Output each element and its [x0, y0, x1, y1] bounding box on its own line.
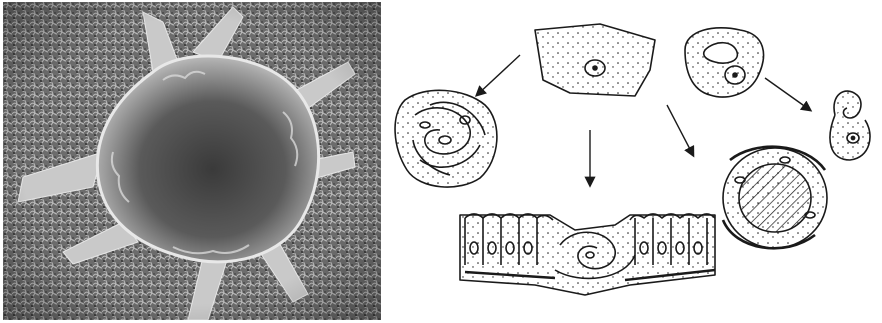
- vessel-wrapping-cells: [723, 147, 827, 249]
- curled-cell: [830, 91, 870, 160]
- arrow-to-vessel-cells: [667, 105, 693, 155]
- sem-micrograph: [3, 2, 381, 320]
- whorled-cluster: [395, 90, 497, 187]
- flat-polygonal-cell: [535, 24, 655, 96]
- arrow-to-curled-cell: [765, 78, 810, 110]
- epithelial-strip: [460, 214, 715, 295]
- ring-shaped-cell: [685, 28, 764, 97]
- hatched-vessel-lumen: [739, 164, 811, 232]
- cell-drawings: [385, 0, 882, 323]
- arrow-to-whorled-cluster: [477, 55, 520, 95]
